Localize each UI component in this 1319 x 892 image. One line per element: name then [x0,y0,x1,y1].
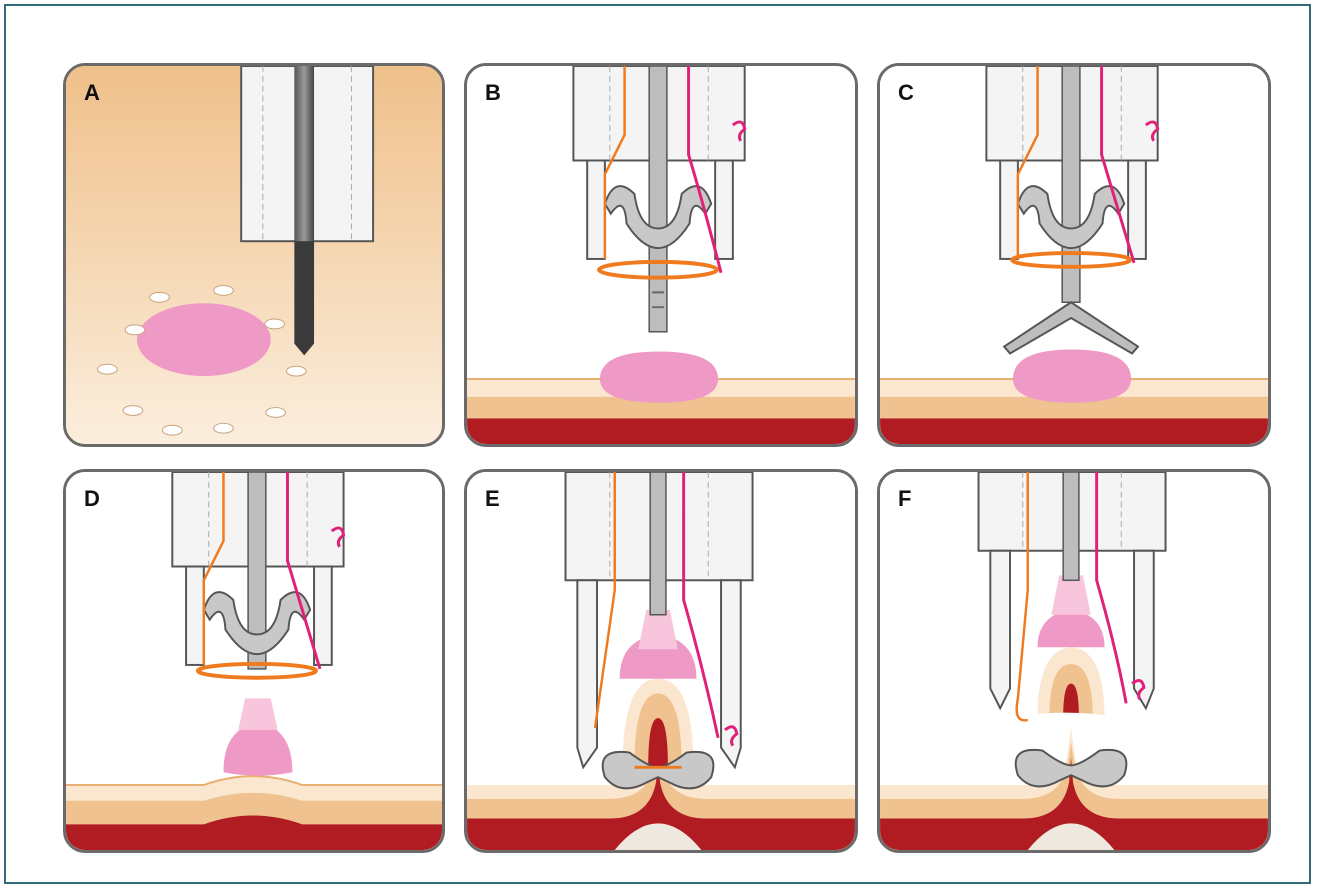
grasper-shaft [1063,472,1079,580]
panel-b: B [464,63,858,447]
panel-a: A [63,63,445,447]
left-arm [990,551,1010,709]
left-arm [186,567,204,665]
right-arm [1128,161,1146,259]
panel-f: F [877,469,1271,853]
panel-f-illustration [880,472,1268,850]
grasper-shaft [650,472,666,615]
muscle-layer [467,418,855,444]
panel-d-illustration [66,472,442,850]
panel-label: E [485,486,500,512]
left-arm [577,580,597,767]
panel-e: E [464,469,858,853]
panel-label: F [898,486,911,512]
panel-a-illustration [66,66,442,444]
panel-label: D [84,486,100,512]
panel-label: C [898,80,914,106]
right-arm [314,567,332,665]
panel-label: B [485,80,501,106]
lesion-stalk [238,698,277,729]
right-arm [715,161,733,259]
left-arm [1000,161,1018,259]
panel-e-illustration [467,472,855,850]
marking-probe-tip [294,241,314,355]
panel-c: C [877,63,1271,447]
panel-d: D [63,469,445,853]
muscle-layer [880,418,1268,444]
panel-label: A [84,80,100,106]
marking-probe-shaft [294,66,314,241]
lesion [600,351,718,402]
panel-c-illustration [880,66,1268,444]
left-arm [587,161,605,259]
lesion [1013,350,1131,403]
figure-frame: A B [4,4,1311,884]
panel-b-illustration [467,66,855,444]
lesion [137,303,271,376]
